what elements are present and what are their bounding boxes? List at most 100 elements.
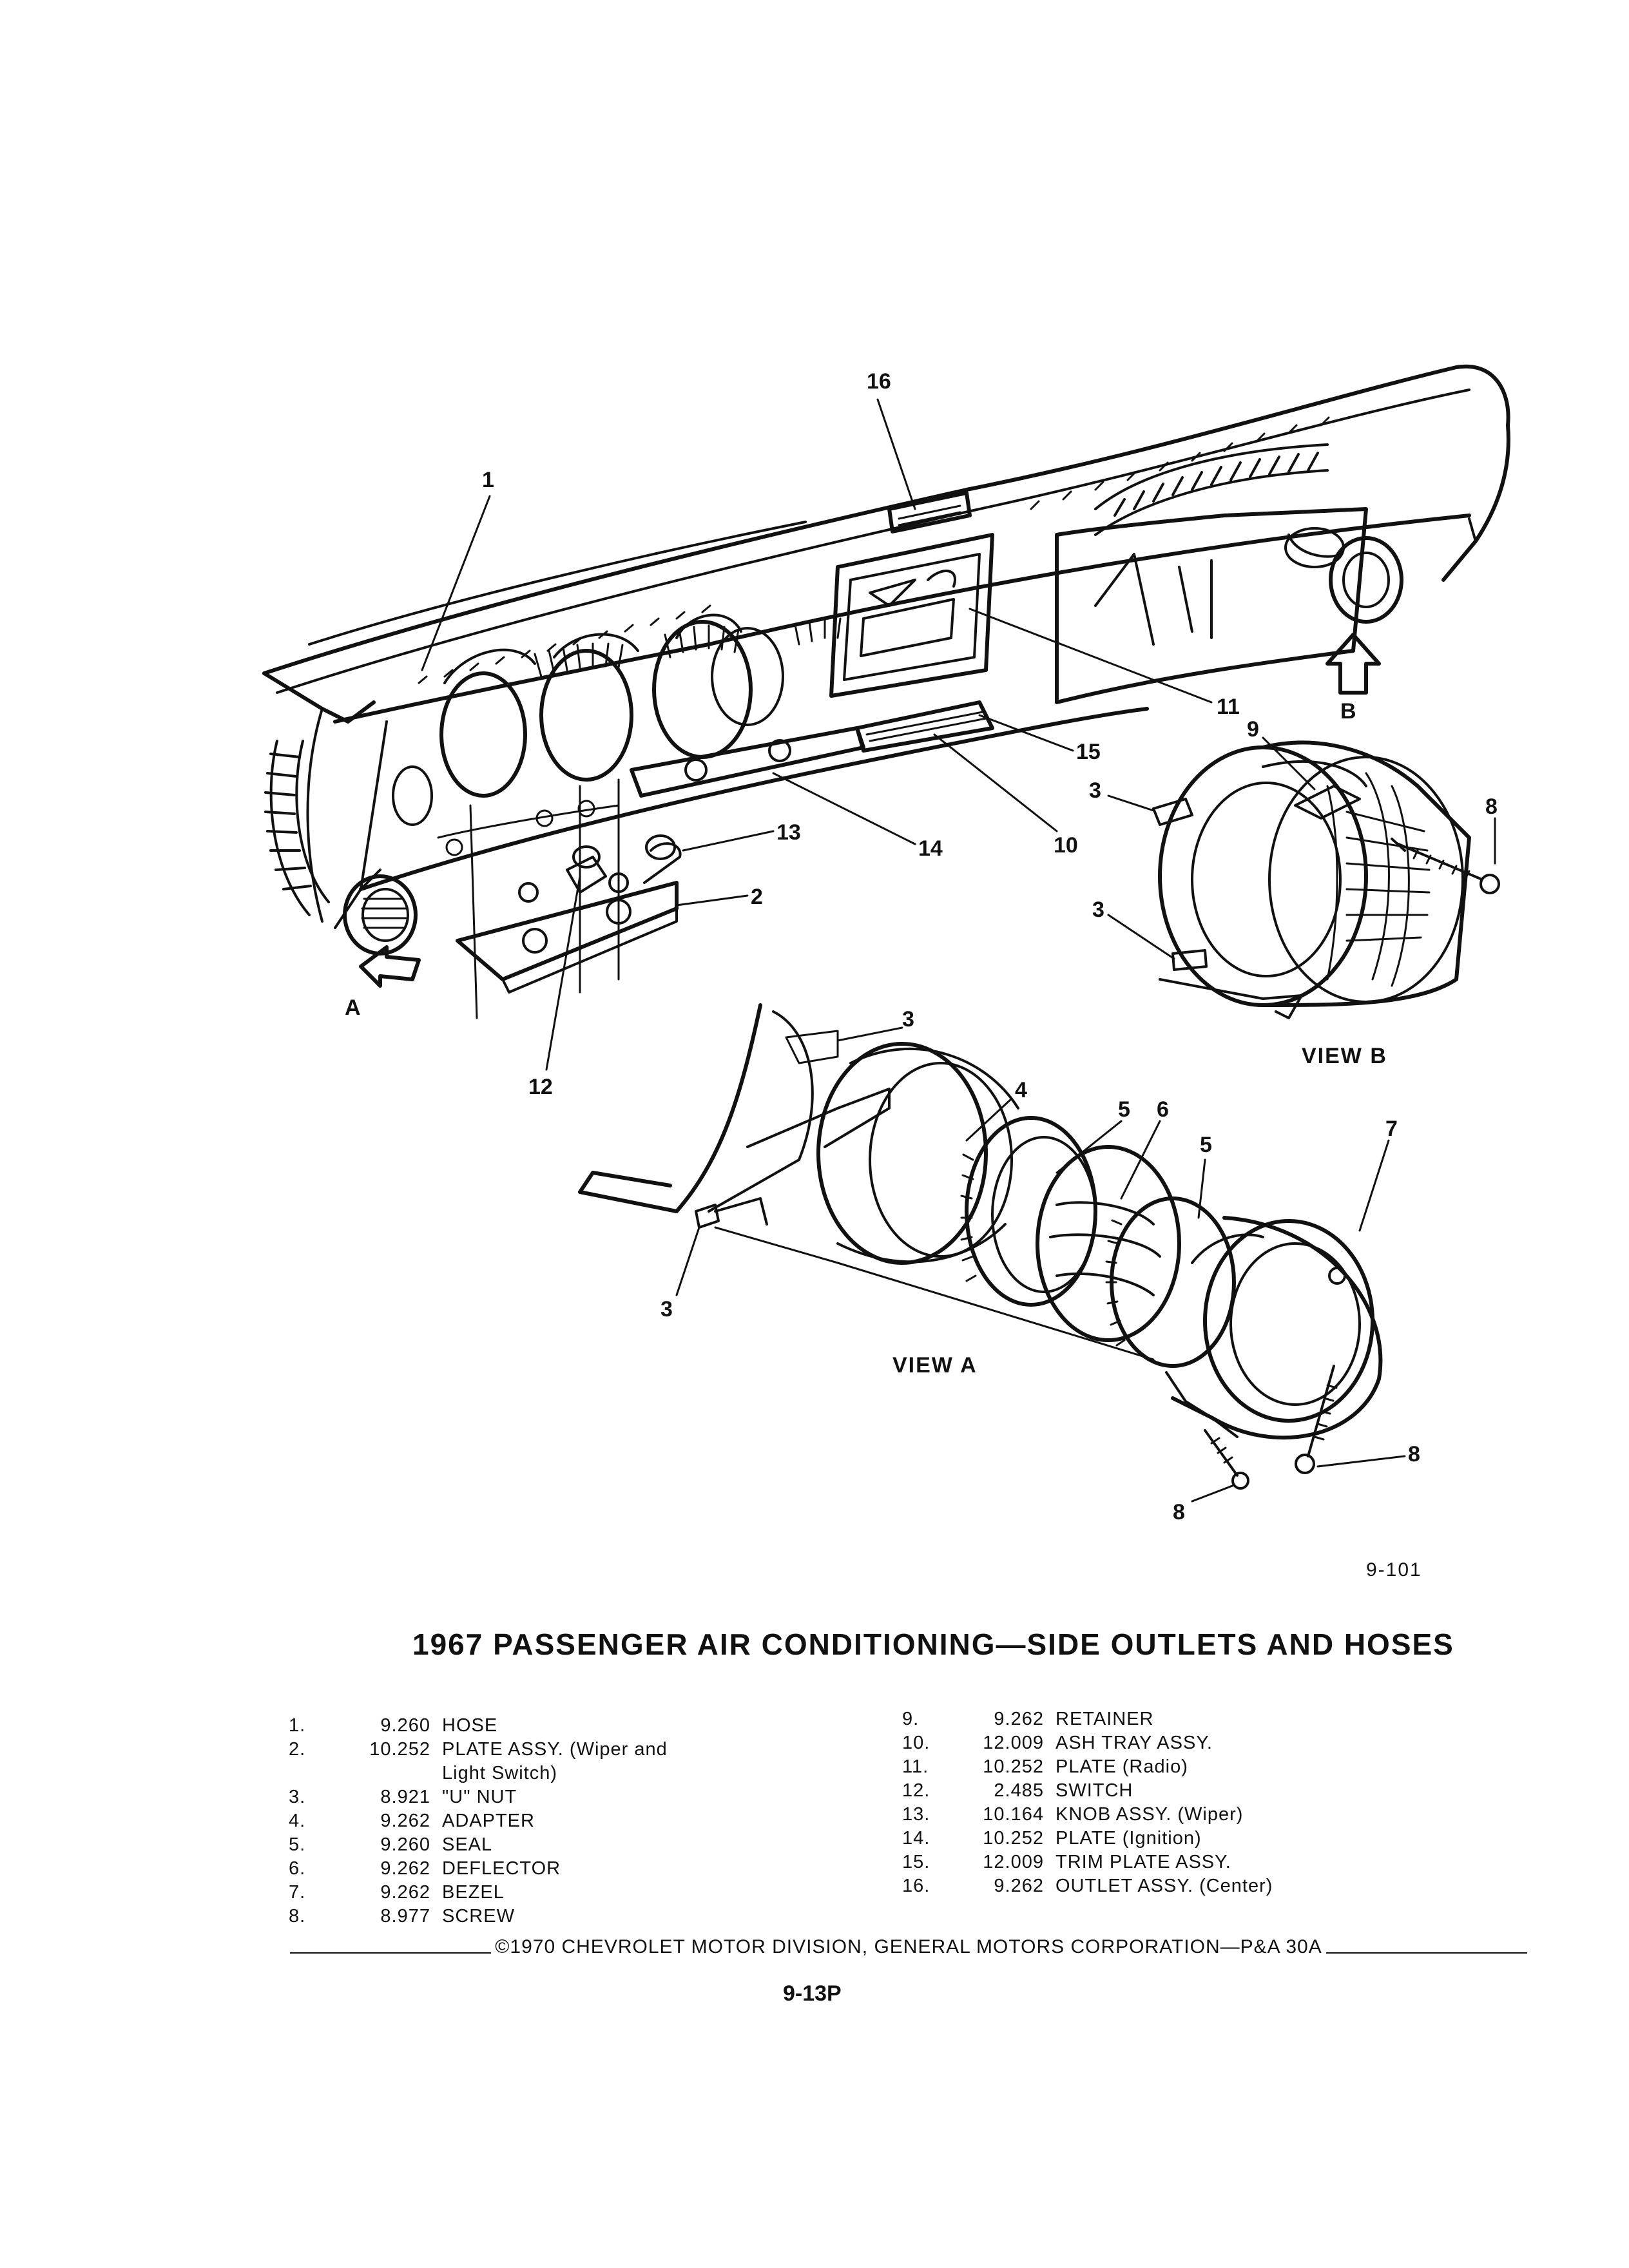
callout-15: 15 [1076, 740, 1101, 764]
parts-row: 1. 9.260 HOSE [289, 1714, 713, 1738]
parts-row: 12. 2.485 SWITCH [902, 1779, 1326, 1803]
part-group-number: 8.921 [380, 1787, 430, 1807]
callout-11: 11 [1217, 695, 1240, 719]
callout-13: 13 [776, 820, 801, 845]
callout-3-view-b-upper: 3 [1089, 778, 1101, 803]
callout-2: 2 [751, 885, 763, 909]
callout-10: 10 [1054, 833, 1078, 858]
item-number: 8. [289, 1906, 306, 1927]
item-number: 14. [902, 1828, 930, 1849]
arrow-b-icon [1325, 633, 1381, 695]
item-number: 1. [289, 1715, 306, 1736]
item-number: 9. [902, 1709, 920, 1729]
part-group-number: 12.009 [983, 1852, 1044, 1872]
callout-5-first: 5 [1118, 1097, 1130, 1122]
part-name: "U" NUT [442, 1787, 517, 1807]
callout-1: 1 [482, 468, 494, 492]
part-group-number: 9.262 [380, 1882, 430, 1903]
part-group-number: 9.262 [380, 1811, 430, 1831]
part-group-number: 10.252 [369, 1739, 430, 1760]
callout-3-view-a-upper: 3 [902, 1007, 914, 1032]
footer-rule-right [1325, 1952, 1527, 1954]
part-name: ADAPTER [442, 1811, 535, 1831]
part-name: ASH TRAY ASSY. [1055, 1733, 1213, 1753]
footer-rule-left [290, 1952, 492, 1954]
parts-row: 16. 9.262 OUTLET ASSY. (Center) [902, 1874, 1326, 1898]
part-name: PLATE (Ignition) [1055, 1828, 1202, 1849]
callout-5-second: 5 [1200, 1133, 1212, 1157]
part-group-number: 8.977 [380, 1906, 430, 1927]
callout-3-view-b-lower: 3 [1092, 898, 1104, 922]
callout-6: 6 [1157, 1097, 1169, 1122]
item-number: 3. [289, 1787, 306, 1807]
item-number: 15. [902, 1852, 930, 1872]
part-group-number: 12.009 [983, 1733, 1044, 1753]
callout-4: 4 [1015, 1078, 1027, 1102]
part-group-number: 9.260 [380, 1834, 430, 1855]
parts-row: 15. 12.009 TRIM PLATE ASSY. [902, 1850, 1326, 1874]
copyright-footer: ©1970 CHEVROLET MOTOR DIVISION, GENERAL … [290, 1936, 1527, 1958]
parts-row: 11. 10.252 PLATE (Radio) [902, 1755, 1326, 1779]
callout-3-view-a-lower: 3 [660, 1297, 673, 1321]
item-number: 11. [902, 1756, 929, 1777]
item-number: 10. [902, 1733, 930, 1753]
part-group-number: 10.252 [983, 1756, 1044, 1777]
callout-16: 16 [867, 369, 891, 394]
item-number: 12. [902, 1780, 930, 1801]
part-group-number: 9.262 [994, 1709, 1044, 1729]
item-number: 2. [289, 1739, 306, 1760]
parts-row: 7. 9.262 BEZEL [289, 1881, 713, 1905]
arrow-a-label: A [345, 995, 362, 1020]
parts-row: 13. 10.164 KNOB ASSY. (Wiper) [902, 1803, 1326, 1827]
page-number: 9-13P [783, 1981, 842, 2006]
callout-8-view-a-right: 8 [1408, 1442, 1420, 1466]
callout-9: 9 [1247, 717, 1259, 742]
part-name: PLATE (Radio) [1055, 1756, 1188, 1777]
instrument-panel-drawing [262, 364, 1510, 1019]
part-group-number: 10.164 [983, 1804, 1044, 1825]
part-name: BEZEL [442, 1882, 505, 1903]
view-a-drawing [578, 1003, 1383, 1490]
part-group-number: 9.262 [380, 1858, 430, 1879]
part-group-number: 9.260 [380, 1715, 430, 1736]
leader-lines [421, 398, 1496, 1503]
callout-8-view-b: 8 [1485, 794, 1498, 819]
view-a-label: VIEW A [892, 1353, 978, 1378]
parts-row: 3. 8.921 "U" NUT [289, 1785, 713, 1809]
part-group-number: 9.262 [994, 1876, 1044, 1896]
parts-row: 8. 8.977 SCREW [289, 1905, 713, 1928]
item-number: 13. [902, 1804, 930, 1825]
item-number: 7. [289, 1882, 306, 1903]
parts-row: 2. 10.252 PLATE ASSY. (Wiper and Light Swi… [289, 1738, 713, 1785]
callout-8-view-a-left: 8 [1173, 1500, 1185, 1524]
arrow-a-icon [359, 945, 421, 988]
item-number: 6. [289, 1858, 306, 1879]
parts-row: 5. 9.260 SEAL [289, 1833, 713, 1857]
callout-14: 14 [918, 836, 943, 861]
part-name: OUTLET ASSY. (Center) [1055, 1876, 1273, 1896]
view-b-label: VIEW B [1302, 1044, 1387, 1068]
part-name: HOSE [442, 1715, 498, 1736]
part-group-number: 2.485 [994, 1780, 1044, 1801]
part-name: SWITCH [1055, 1780, 1133, 1801]
figure-number: 9-101 [1366, 1559, 1422, 1581]
arrow-b-label: B [1340, 699, 1358, 724]
part-name: RETAINER [1055, 1709, 1154, 1729]
part-name: PLATE ASSY. (Wiper and Light Switch) [442, 1739, 668, 1783]
part-name: KNOB ASSY. (Wiper) [1055, 1804, 1244, 1825]
copyright-text: ©1970 CHEVROLET MOTOR DIVISION, GENERAL … [495, 1936, 1322, 1957]
view-b-drawing [1152, 740, 1500, 1019]
part-name: SEAL [442, 1834, 493, 1855]
parts-row: 9. 9.262 RETAINER [902, 1707, 1326, 1731]
parts-list-left: 1. 9.260 HOSE 2. 10.252 PLATE ASSY. (Wiper a… [289, 1714, 713, 1928]
callout-12: 12 [528, 1075, 553, 1099]
item-number: 5. [289, 1834, 306, 1855]
part-name: TRIM PLATE ASSY. [1055, 1852, 1231, 1872]
callout-7: 7 [1385, 1117, 1398, 1141]
item-number: 16. [902, 1876, 930, 1896]
part-name: SCREW [442, 1906, 515, 1927]
